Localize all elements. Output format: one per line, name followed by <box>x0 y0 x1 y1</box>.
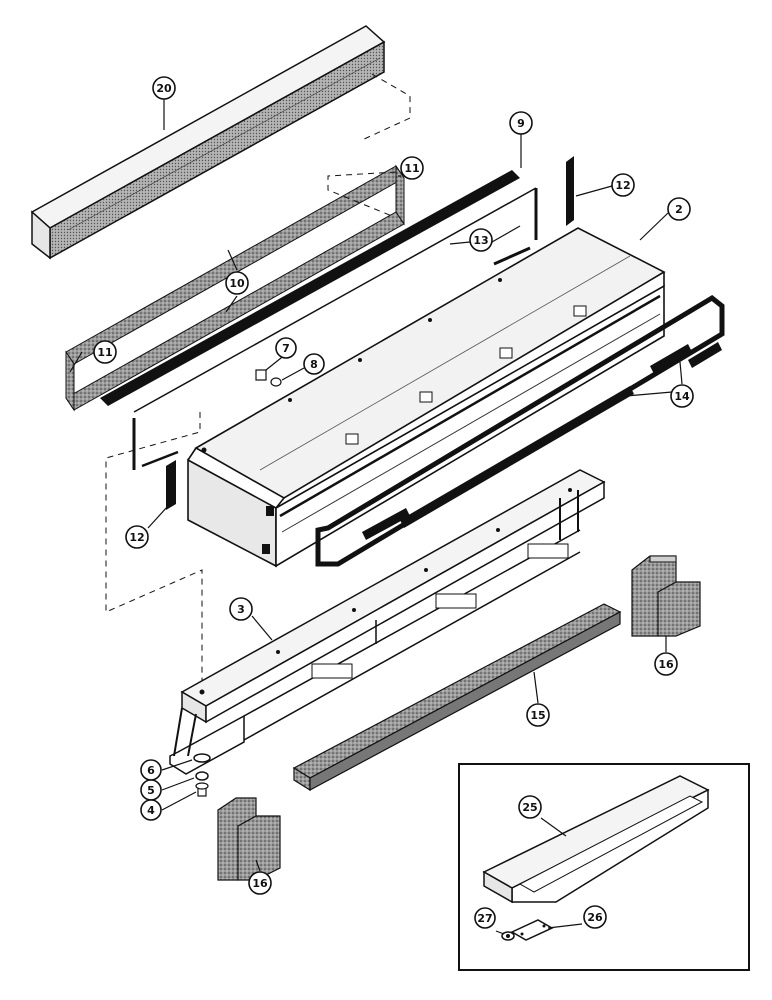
callout-27: 27 <box>474 907 496 929</box>
svg-text:11: 11 <box>404 162 419 175</box>
dashed-guide-filter <box>361 73 411 141</box>
housing-2 <box>187 227 666 568</box>
callout-26: 26 <box>583 905 607 929</box>
fastener-pair-7-8 <box>255 369 282 387</box>
svg-text:2: 2 <box>675 203 683 216</box>
svg-text:16: 16 <box>252 877 268 890</box>
svg-text:25: 25 <box>522 801 537 814</box>
callout-10: 10 <box>225 271 249 295</box>
callout-16-upper: 16 <box>654 652 678 676</box>
seal-rod <box>133 187 537 413</box>
leader-lines <box>69 99 683 935</box>
callout-15: 15 <box>526 703 550 727</box>
svg-text:9: 9 <box>517 117 525 130</box>
svg-text:12: 12 <box>129 531 144 544</box>
foam-block-16-upper <box>631 555 701 637</box>
callout-13: 13 <box>469 228 493 252</box>
svg-text:15: 15 <box>530 709 545 722</box>
seal-set-14 <box>315 294 725 567</box>
callout-6: 6 <box>140 759 162 781</box>
callout-7: 7 <box>275 337 297 359</box>
svg-text:10: 10 <box>229 277 245 290</box>
callout-3: 3 <box>229 597 253 621</box>
svg-text:6: 6 <box>147 764 155 777</box>
svg-text:5: 5 <box>147 784 155 797</box>
tray-25 <box>482 775 710 904</box>
seal-strip-12-upper <box>566 156 574 226</box>
svg-text:16: 16 <box>658 658 674 671</box>
callout-20: 20 <box>152 76 176 100</box>
seal-strip-9 <box>100 170 520 406</box>
callout-14: 14 <box>670 384 694 408</box>
svg-text:3: 3 <box>237 603 245 616</box>
svg-text:7: 7 <box>282 342 290 355</box>
svg-text:14: 14 <box>674 390 690 403</box>
seal-strip-short <box>141 450 179 468</box>
seal-strip-13 <box>493 246 531 266</box>
svg-text:11: 11 <box>97 346 112 359</box>
callout-12-lower: 12 <box>125 525 149 549</box>
svg-text:20: 20 <box>156 82 172 95</box>
svg-text:4: 4 <box>147 804 155 817</box>
seal-strip-12-lower <box>166 460 176 510</box>
svg-text:8: 8 <box>310 358 318 371</box>
foam-block-16-lower <box>217 797 281 881</box>
callout-8: 8 <box>303 353 325 375</box>
callout-9: 9 <box>509 111 533 135</box>
callout-2: 2 <box>667 197 691 221</box>
svg-text:13: 13 <box>473 234 488 247</box>
base-frame-3 <box>169 469 606 775</box>
callout-12-upper: 12 <box>611 173 635 197</box>
callout-11-upper: 11 <box>400 156 424 180</box>
callout-5: 5 <box>140 779 162 801</box>
callout-25: 25 <box>518 795 542 819</box>
svg-text:26: 26 <box>587 911 603 924</box>
fastener-stack <box>193 753 211 797</box>
dashed-guide-gasket <box>327 171 397 217</box>
callout-16-lower: 16 <box>248 871 272 895</box>
svg-text:12: 12 <box>615 179 630 192</box>
dashed-guide-left <box>105 412 203 688</box>
nut-27 <box>501 931 515 941</box>
callout-4: 4 <box>140 799 162 821</box>
callout-11-lower: 11 <box>93 340 117 364</box>
foam-bar-15 <box>292 603 622 792</box>
filter-element-20 <box>30 25 386 260</box>
svg-text:27: 27 <box>477 912 492 925</box>
